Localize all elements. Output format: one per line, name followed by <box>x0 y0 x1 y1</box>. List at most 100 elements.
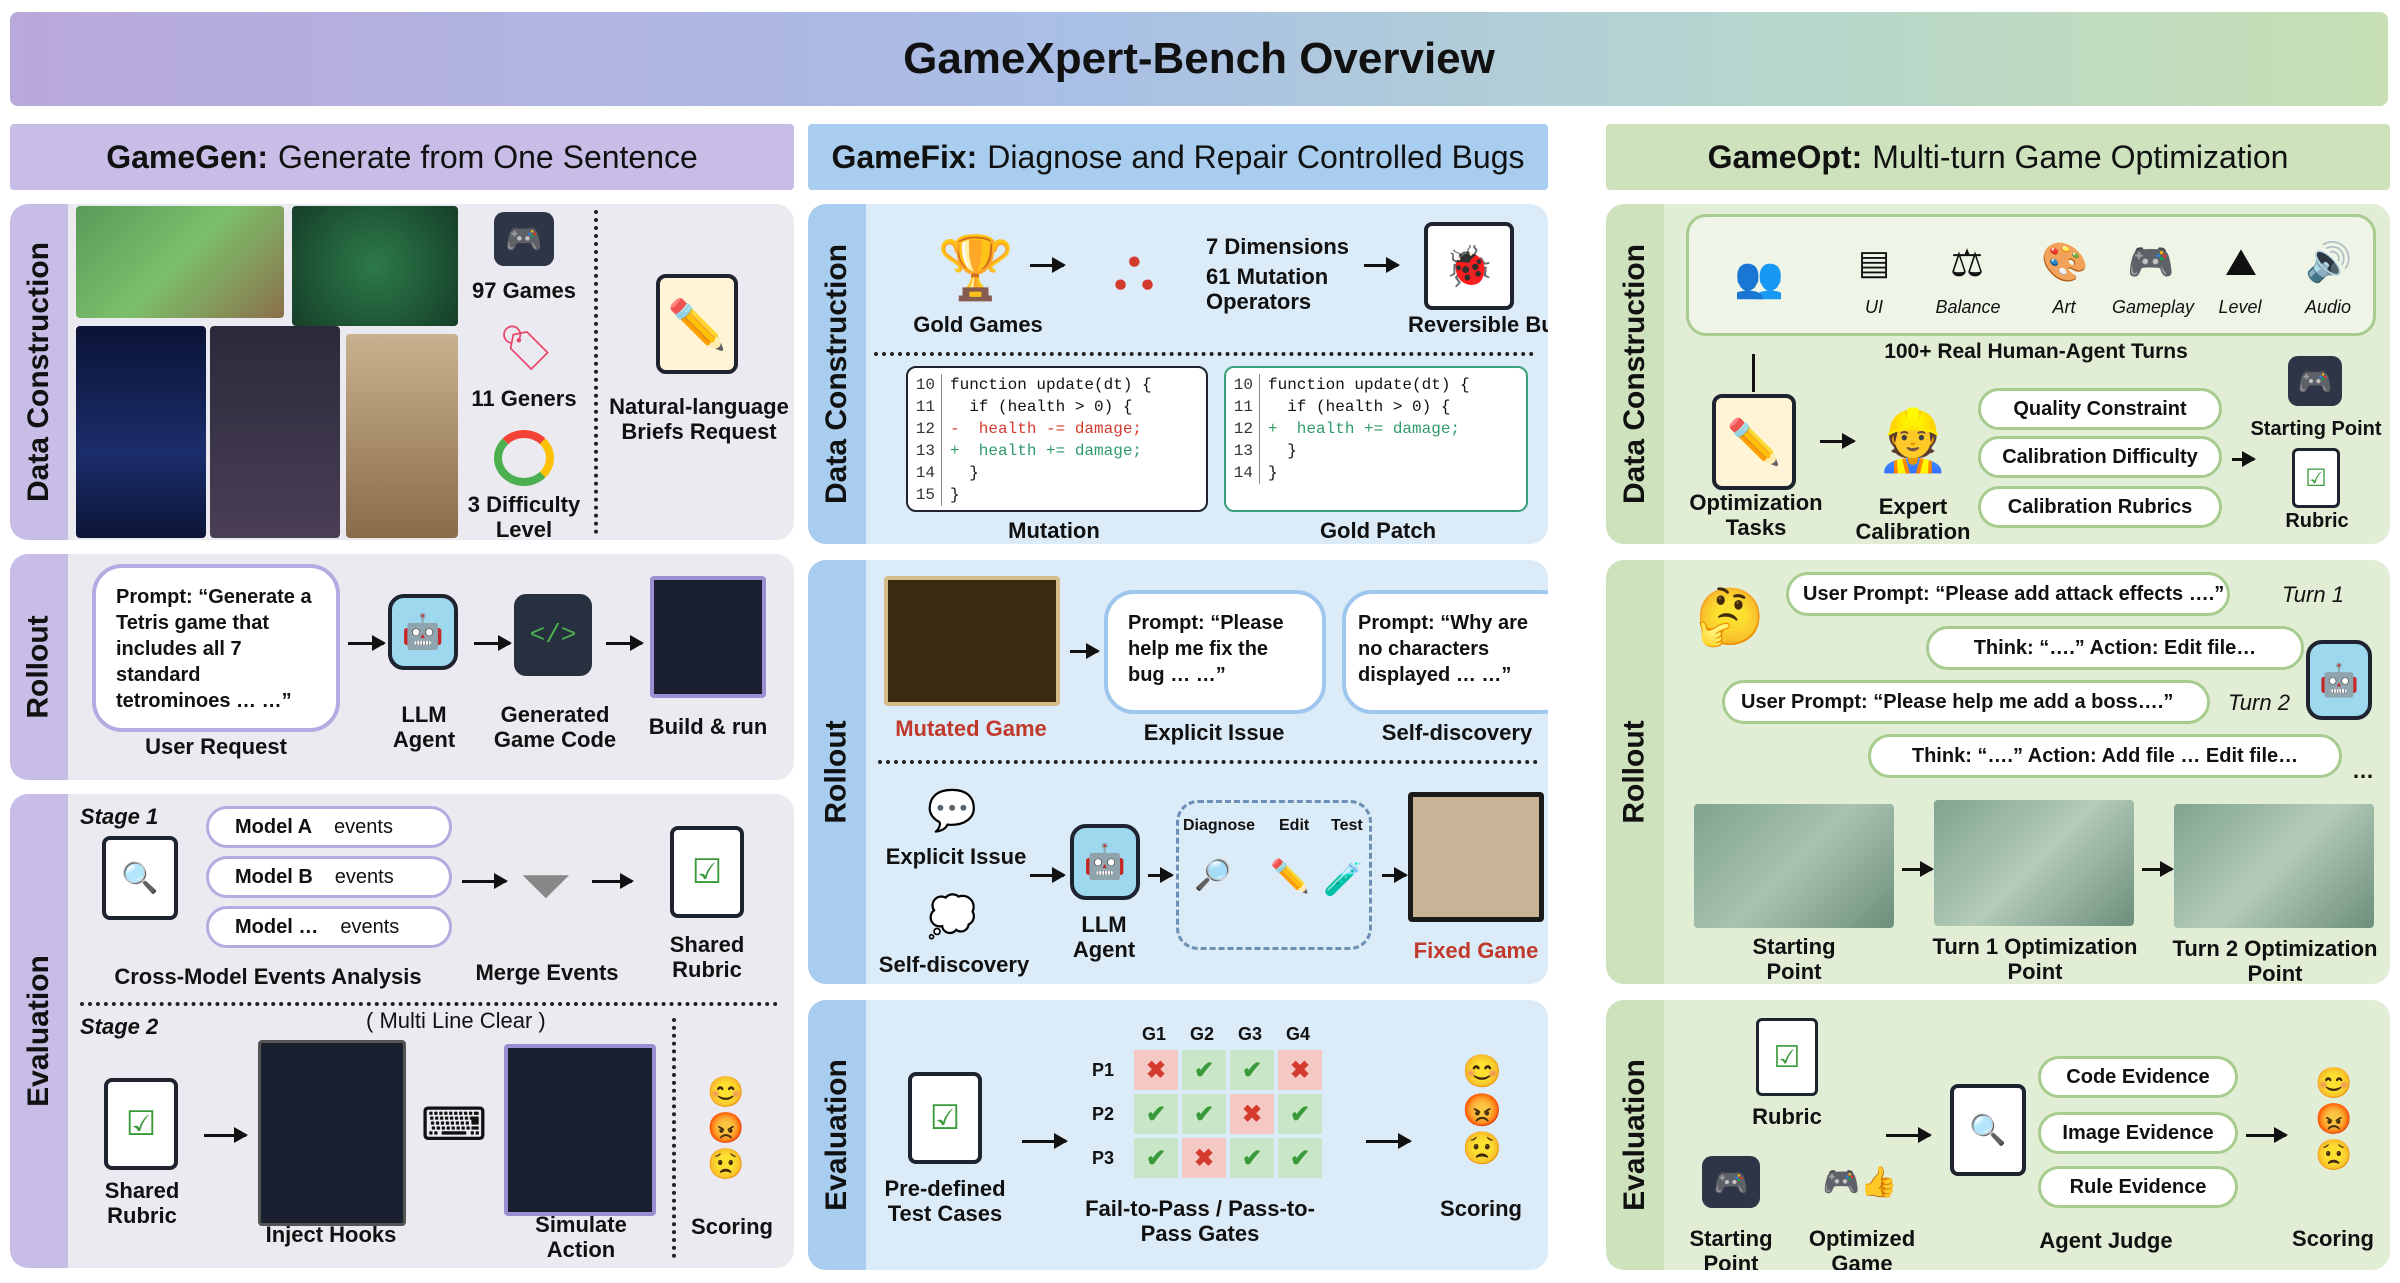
code-text: if (health > 0) { <box>950 398 1133 416</box>
expert-icon: 👷 <box>1875 406 1951 474</box>
starting-point-screenshot <box>1694 804 1894 928</box>
inject-hooks-screenshot <box>258 1040 406 1226</box>
turn2-screenshot <box>2174 804 2374 928</box>
llm-agent-label: LLM Agent <box>392 702 456 753</box>
gamefix-name: GameFix: <box>831 138 978 175</box>
notepad-pencil-icon: ✏️ <box>656 274 738 374</box>
page-title: GameXpert-Bench Overview <box>10 12 2388 106</box>
user-prompt-2: User Prompt: “Please help me add a boss…… <box>1722 680 2210 724</box>
fail-cell: ✖ <box>1182 1138 1226 1178</box>
section-label: Rollout <box>808 560 866 984</box>
arrow <box>2232 451 2256 467</box>
divider <box>878 760 1538 764</box>
robot-icon: 🤖 <box>1070 824 1140 900</box>
reversible-bug-label: Reversible Bug <box>1408 312 1548 337</box>
tetris-build-screenshot <box>650 576 766 698</box>
explicit-issue-label-2: Explicit Issue <box>885 844 1027 869</box>
gamegen-data-construction-panel: Data Construction 🎮 97 Games 🏷 11 Geners… <box>10 204 794 540</box>
notepad-pencil-icon: ✏️ <box>1712 394 1796 490</box>
code-line: 12 + health += damage; <box>1226 418 1526 440</box>
line-number: 11 <box>1226 396 1260 418</box>
llm-agent-label: LLM Agent <box>1072 912 1136 963</box>
code-text: + health += damage; <box>1268 420 1461 438</box>
gate-col-header: G3 <box>1238 1024 1263 1044</box>
mutated-game-label: Mutated Game <box>895 716 1047 741</box>
expert-calibration-label: Expert Calibration <box>1855 494 1971 544</box>
gameopt-subtitle: Multi-turn Game Optimization <box>1872 138 2289 175</box>
pass-cell: ✔ <box>1278 1094 1322 1134</box>
dim-ui: UI <box>1865 297 1883 317</box>
pass-cell: ✔ <box>1134 1138 1178 1178</box>
palette-icon: 🎨 <box>2041 242 2089 284</box>
simulate-screenshot <box>504 1044 656 1216</box>
column-header-gamegen: GameGen:Generate from One Sentence <box>10 124 794 190</box>
dimensions-box: 👥 ▤ UI ⚖ Balance 🎨 Art 🎮 Gameplay ⛰ Leve… <box>1686 214 2376 336</box>
build-run-label: Build & run <box>648 714 768 739</box>
section-label: Rollout <box>1606 560 1664 984</box>
scoring-label: Scoring <box>2292 1226 2374 1251</box>
arrow <box>1366 1133 1412 1149</box>
game-screenshot-rpg <box>76 206 284 318</box>
gamefix-data-construction-panel: Data Construction 🏆 Gold Games ⛬ 7 Dimen… <box>808 204 1548 544</box>
code-search-icon: 🔍 <box>1950 1084 2026 1176</box>
trophy-icon: 🏆 <box>937 233 1015 303</box>
stage2-label: Stage 2 <box>80 1014 159 1039</box>
flag-mountain-icon: ⛰ <box>2225 241 2257 284</box>
starting-point-label: Starting Point <box>1689 1226 1773 1270</box>
turns-label: 100+ Real Human-Agent Turns <box>1884 340 2188 363</box>
code-line: 13 } <box>1226 440 1526 462</box>
multi-line-label: ( Multi Line Clear ) <box>366 1008 546 1033</box>
human-agent-chat-icon: 👥 <box>1734 255 1784 300</box>
game-screenshot-shooter <box>76 326 206 538</box>
self-discovery-prompt-bubble: Prompt: “Why are no characters displayed… <box>1342 590 1548 714</box>
arrow <box>1030 257 1066 273</box>
scoring-faces-icon: 😊😡😟 <box>707 1076 745 1181</box>
section-label: Evaluation <box>10 794 68 1268</box>
question-chat-icon: 💭 <box>927 894 977 939</box>
optimized-game-label: Optimized Game <box>1808 1226 1916 1270</box>
arrow <box>1382 867 1408 883</box>
calibration-difficulty-pill: Calibration Difficulty <box>1978 436 2222 478</box>
self-discovery-label-2: Self-discovery <box>878 952 1030 977</box>
scoring-faces-icon: 😊😡😟 <box>1462 1053 1502 1167</box>
code-search-icon: 🔍 <box>102 836 178 920</box>
speaker-icon: 🔊 <box>2305 242 2353 284</box>
section-label: Data Construction <box>10 204 68 540</box>
line-number: 13 <box>1226 440 1260 462</box>
funnel-icon: ⏷ <box>520 848 572 921</box>
line-number: 14 <box>908 462 942 484</box>
image-evidence-pill: Image Evidence <box>2038 1112 2238 1154</box>
prompt-bubble: Prompt: “Generate a Tetris game that inc… <box>92 564 340 732</box>
line-number: 10 <box>908 374 942 396</box>
self-discovery-label: Self-discovery <box>1381 720 1533 745</box>
explicit-prompt-bubble: Prompt: “Please help me fix the bug … …” <box>1104 590 1326 714</box>
user-prompt-1: User Prompt: “Please add attack effects … <box>1786 572 2230 616</box>
column-header-gameopt: GameOpt:Multi-turn Game Optimization <box>1606 124 2390 190</box>
line-number: 12 <box>1226 418 1260 440</box>
calibration-rubrics-pill: Calibration Rubrics <box>1978 486 2222 528</box>
simulate-label: Simulate Action <box>535 1212 627 1263</box>
optimization-tasks-label: Optimization Tasks <box>1689 490 1823 541</box>
gamegen-subtitle: Generate from One Sentence <box>278 138 698 175</box>
gate-row-header: P3 <box>1092 1148 1115 1168</box>
turn1-label: Turn 1 <box>2282 582 2344 607</box>
line-number: 10 <box>1226 374 1260 396</box>
dim-balance: Balance <box>1935 297 2001 317</box>
divider <box>672 1018 676 1258</box>
section-label: Evaluation <box>1606 1000 1664 1270</box>
code-line: 11 if (health > 0) { <box>908 396 1206 418</box>
arrow <box>606 635 644 651</box>
rubric-clipboard-icon: ☑ <box>1756 1018 1818 1096</box>
scoring-label: Scoring <box>1440 1196 1522 1221</box>
game-screenshot-dungeon <box>210 326 340 538</box>
code-text: } <box>1268 464 1278 482</box>
shared-rubric-label-2: Shared Rubric <box>104 1178 180 1229</box>
bug-browser-icon: 🐞 <box>1424 222 1514 310</box>
arrow <box>348 635 386 651</box>
code-text: if (health > 0) { <box>1268 398 1451 416</box>
gamefix-subtitle: Diagnose and Repair Controlled Bugs <box>987 138 1525 175</box>
pass-cell: ✔ <box>1230 1138 1274 1178</box>
arrow <box>1070 643 1100 659</box>
